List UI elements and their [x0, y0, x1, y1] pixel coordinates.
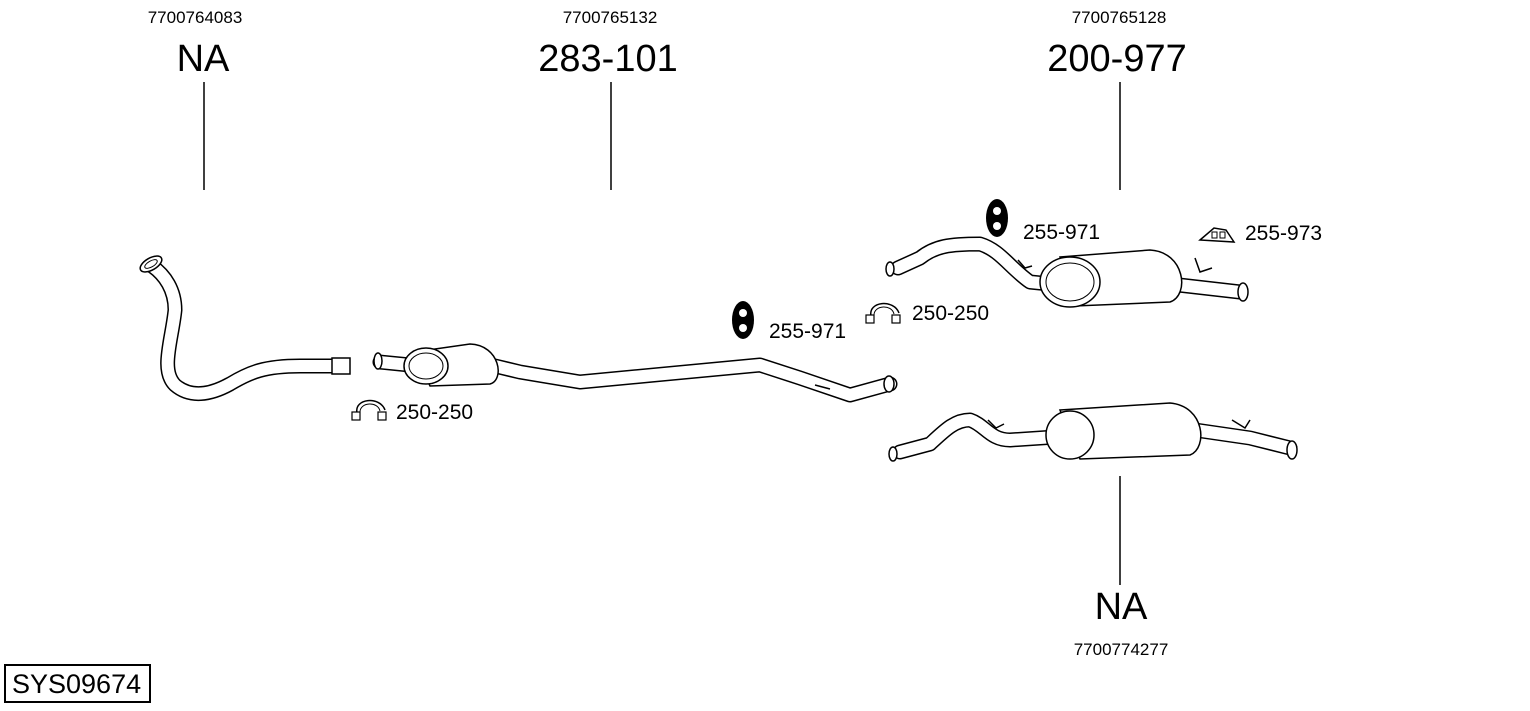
rear-silencer-drawing: [885, 236, 1249, 308]
part-1-code: NA: [176, 38, 230, 80]
clamp-right-icon: [865, 302, 901, 324]
part-1-oem-number: 7700764083: [147, 8, 243, 27]
clamp-right-label: 250-250: [912, 302, 990, 325]
hanger-right-label: 255-971: [1023, 221, 1101, 244]
clamp-left-icon: [351, 399, 387, 421]
part-2-code: 283-101: [538, 38, 678, 80]
part-3-code: 200-977: [1047, 38, 1187, 80]
system-id-box: SYS09674: [4, 664, 152, 703]
hanger-mid-icon: [732, 301, 754, 339]
bracket-right-icon: [1198, 227, 1236, 243]
bracket-right-label: 255-973: [1245, 222, 1323, 245]
hanger-right-icon: [986, 199, 1008, 237]
front-pipe-drawing: [139, 255, 351, 401]
part-2-oem-number: 7700765132: [562, 8, 658, 27]
part-3-oem-number: 7700765128: [1071, 8, 1167, 27]
clamp-left-label: 250-250: [396, 401, 474, 424]
part-4-oem-number: 7700774277: [1073, 640, 1169, 659]
part-4-code: NA: [1094, 586, 1148, 628]
middle-silencer-drawing: [372, 343, 898, 403]
hanger-mid-label: 255-971: [769, 320, 847, 343]
alt-rear-silencer-drawing: [888, 402, 1298, 462]
